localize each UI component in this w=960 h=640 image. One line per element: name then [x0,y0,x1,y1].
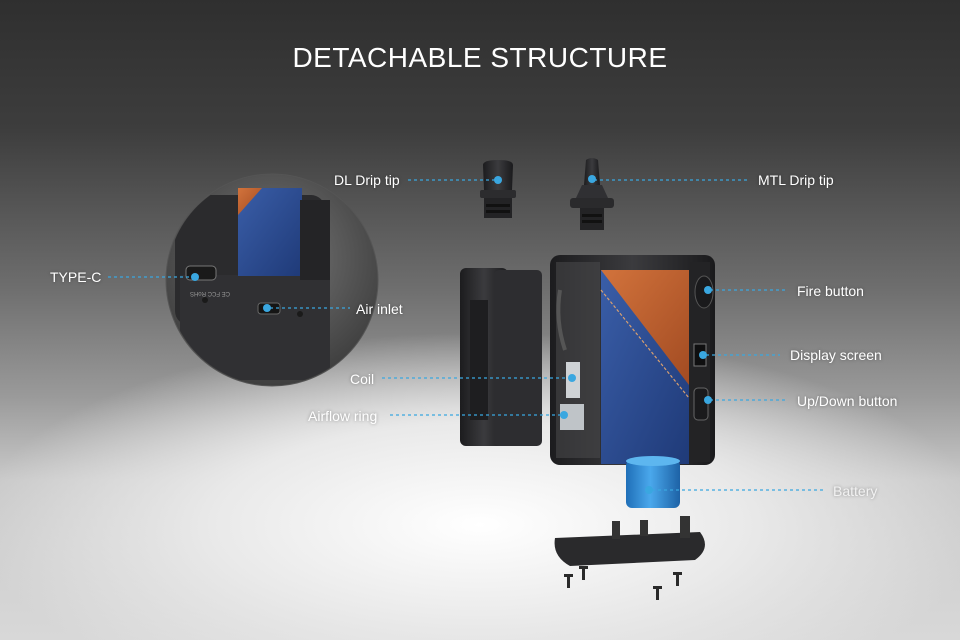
mod-body [550,255,715,465]
callout-dl-drip-tip: DL Drip tip [334,172,400,188]
bottom-cover [554,516,705,566]
callout-airflow-ring: Airflow ring [308,408,378,424]
svg-text:CE FCC RoHS: CE FCC RoHS [190,290,230,296]
callout-mtl-drip-tip: MTL Drip tip [758,172,834,188]
page-title: DETACHABLE STRUCTURE [292,42,668,73]
callout-coil: Coil [350,371,375,387]
callout-fire-button: Fire button [797,283,864,299]
callout-type-c: TYPE-C [50,269,102,285]
callout-air-inlet: Air inlet [356,301,403,317]
bottom-zoom-inset: CE FCC RoHS [165,173,379,387]
callout-display-screen: Display screen [790,347,882,363]
callout-up-down-button: Up/Down button [797,393,898,409]
callout-dots [191,175,712,494]
screws [564,566,682,600]
dl-drip-tip [480,160,516,218]
battery [626,456,680,508]
callout-lines [108,179,824,491]
side-panel [460,268,542,446]
callout-battery: Battery [833,483,878,499]
mtl-drip-tip [570,158,614,230]
